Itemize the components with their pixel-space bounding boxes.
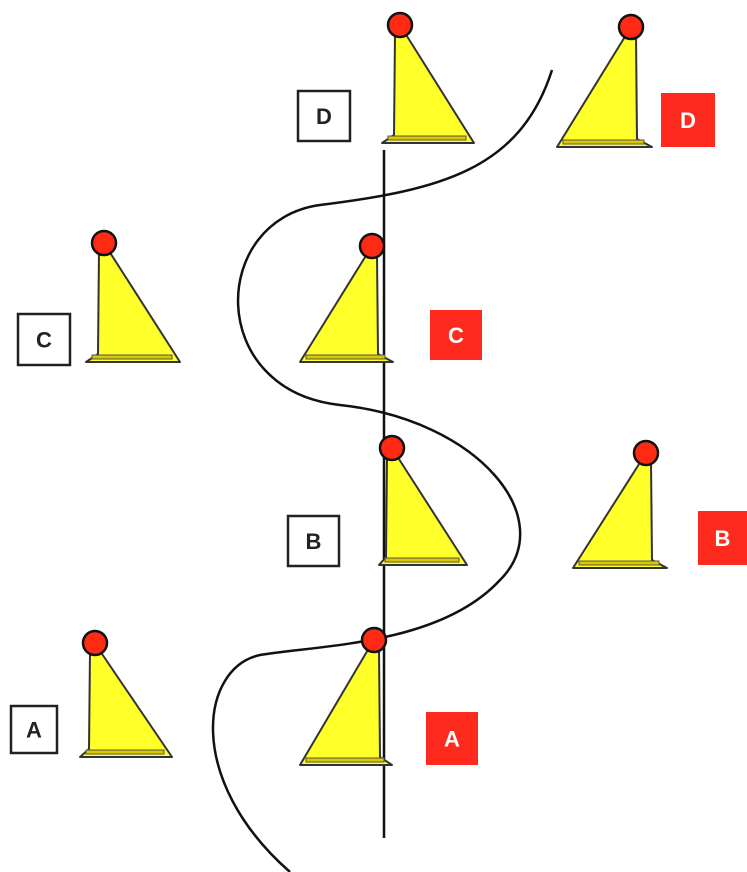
cone-base [578,560,660,566]
white-label-b: B [286,514,341,568]
cone-ball [617,13,645,41]
cone-base [305,354,386,360]
cone-center-d [381,11,475,144]
label-box [16,312,72,367]
cone-left-c [85,229,181,363]
cone-body [299,647,393,766]
label-box [698,511,747,565]
cone-body [79,650,173,758]
cone-base [384,557,460,563]
white-label-a: A [9,704,59,755]
cone-base [91,354,173,360]
cone-base [562,139,645,145]
cone-right-d [556,13,653,148]
cone-body [299,253,394,363]
cone-body [85,250,181,363]
cone-body [556,34,653,148]
label-text: A [26,718,42,743]
label-box [426,712,478,765]
cone-ball [386,11,414,39]
red-label-a: A [426,712,478,765]
label-text: B [715,526,731,551]
cone-ball [358,232,386,260]
labels-layer: A B C D A B C D [9,89,747,765]
ski-path [211,69,554,872]
label-box [286,514,341,568]
cone-center-c [299,232,394,363]
white-label-c: C [16,312,72,367]
cone-body [378,455,468,566]
cone-ball [81,629,109,657]
cone-ball [360,626,388,654]
cone-center-b [378,434,468,566]
label-text: D [316,104,332,129]
cone-right-b [572,439,668,569]
label-text: A [444,727,460,752]
cone-base [85,749,165,755]
label-box [430,310,482,360]
red-label-b: B [698,511,747,565]
label-text: C [448,323,464,348]
red-label-d: D [661,93,715,147]
cone-left-a [79,629,173,758]
label-box [296,89,352,143]
label-text: D [680,108,696,133]
cone-body [381,32,475,144]
cone-base [305,757,385,763]
cone-ball [90,229,118,257]
cone-ball [632,439,660,467]
label-box [661,93,715,147]
white-label-d: D [296,89,352,143]
cone-center-a [299,626,393,766]
label-text: B [306,529,322,554]
cone-body [572,460,668,569]
red-label-c: C [430,310,482,360]
cone-ball [378,434,406,462]
label-text: C [36,328,52,353]
cones-layer [79,11,668,766]
label-box [9,704,59,755]
cone-base [387,135,467,141]
